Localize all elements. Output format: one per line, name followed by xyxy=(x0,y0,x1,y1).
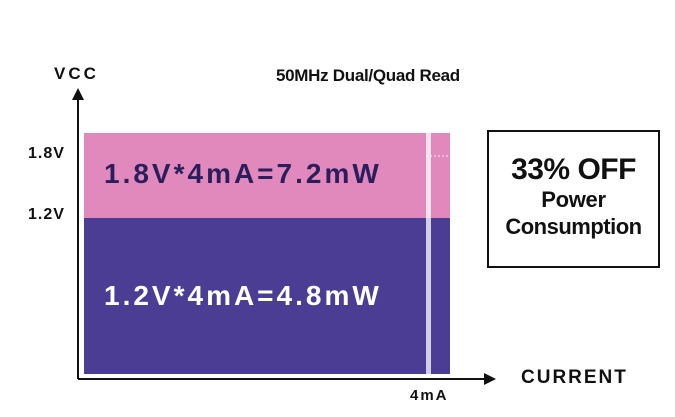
bar-1v2-region xyxy=(84,218,450,374)
marker-4ma-line xyxy=(426,133,431,374)
y-axis-arrow-icon xyxy=(72,88,84,100)
y-tick-label-1v2: 1.2V xyxy=(28,206,65,223)
callout-line-2: Consumption xyxy=(505,214,642,239)
data-label-1v8: 1.8V*4mA=7.2mW xyxy=(104,158,382,189)
chart-title: 50MHz Dual/Quad Read xyxy=(276,66,460,85)
x-axis-label: CURRENT xyxy=(521,367,628,388)
data-label-1v2: 1.2V*4mA=4.8mW xyxy=(104,280,382,311)
callout-line-1: Power xyxy=(541,187,606,212)
bar-1v8-region xyxy=(84,133,450,218)
y-axis-label: VCC xyxy=(54,64,99,83)
x-tick-label-4ma: 4mA xyxy=(410,387,449,404)
callout-headline: 33% OFF xyxy=(511,153,636,186)
y-tick-label-1v8: 1.8V xyxy=(28,145,65,162)
savings-callout-box: 33% OFF Power Consumption xyxy=(487,130,660,268)
x-axis-arrow-icon xyxy=(484,373,496,385)
